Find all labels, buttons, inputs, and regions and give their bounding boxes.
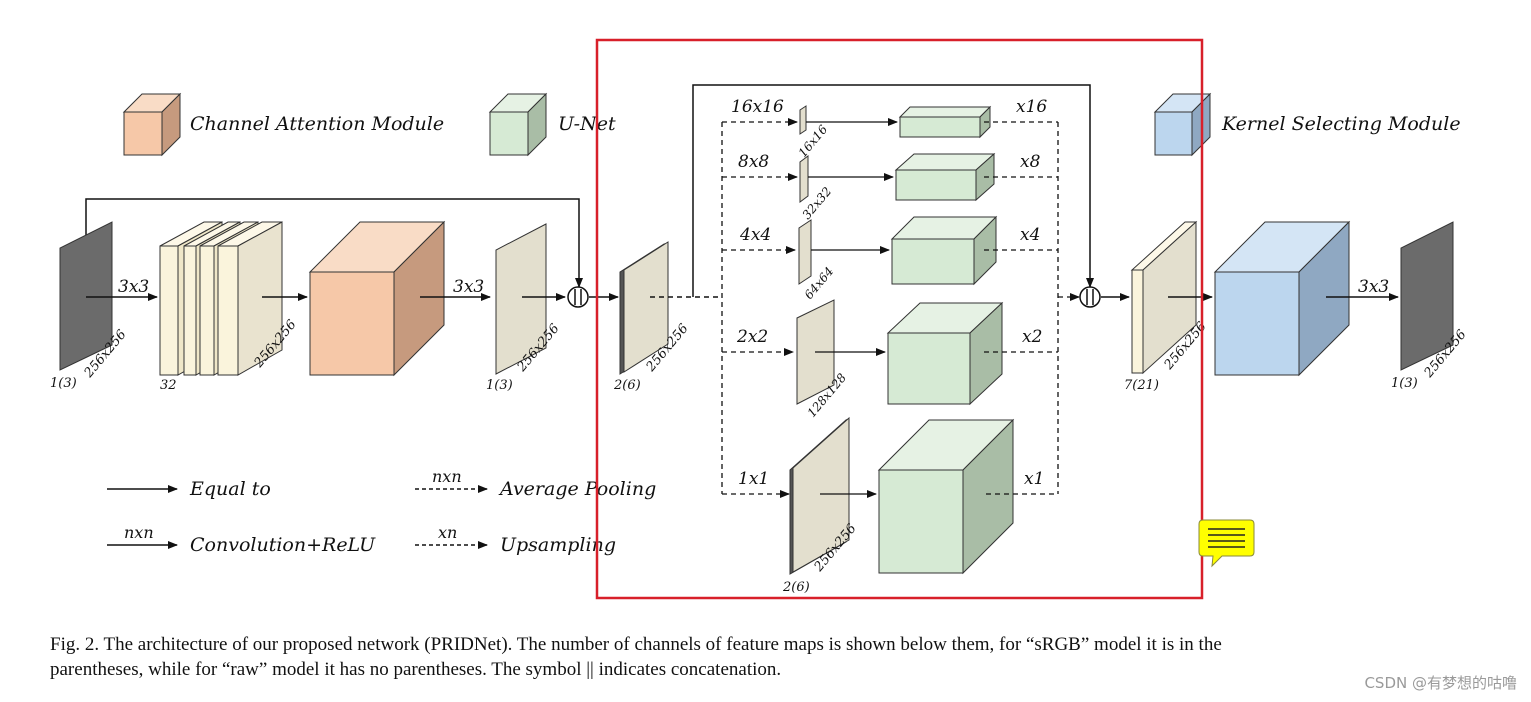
legend-conv-symbol: nxn — [124, 523, 154, 542]
branch-4-pool: 4x4 — [739, 225, 771, 245]
concat-map-2: 256x256 7(21) — [1124, 220, 1210, 393]
branch-4-up: x4 — [1020, 225, 1040, 245]
legend-up-label: Upsampling — [500, 534, 616, 556]
branch-8x8: 8x8 32x32 x8 — [722, 152, 1058, 222]
branch-8-pool: 8x8 — [738, 152, 769, 172]
branch-1-channels: 2(6) — [782, 580, 810, 595]
branch-16x16: 16x16 16x16 x16 — [722, 97, 1058, 160]
legend-unet-label: U-Net — [558, 113, 616, 135]
input-map: 256x256 1(3) — [50, 221, 130, 391]
legend-pool-label: Average Pooling — [498, 478, 656, 500]
concat-map-1: 256x256 2(6) — [613, 241, 692, 393]
legend-kernel-selecting: Kernel Selecting Module — [1153, 92, 1461, 157]
kernel-label-2: 3x3 — [453, 277, 484, 297]
branch-1-pool: 1x1 — [738, 469, 769, 489]
output-channels: 1(3) — [1391, 376, 1418, 391]
branch-2-up: x2 — [1022, 327, 1042, 347]
legend-kernel-selecting-label: Kernel Selecting Module — [1221, 113, 1461, 135]
noise-map: 256x256 1(3) — [486, 223, 563, 393]
inner-skip-connection — [692, 84, 1094, 297]
branch-1x1: 1x1 256x256 2(6) x1 — [722, 416, 1058, 595]
legend-channel-attention: Channel Attention Module — [122, 92, 444, 157]
branch-8-up: x8 — [1020, 152, 1041, 172]
conv-stack: 256x256 32 — [159, 221, 300, 393]
legend-equal-label: Equal to — [189, 478, 271, 500]
highlight-box — [595, 38, 1204, 600]
legend-pool-symbol: nxn — [432, 467, 462, 486]
caption-line-2: parentheses, while for “raw” model it ha… — [50, 659, 782, 680]
branch-16-pool: 16x16 — [731, 97, 784, 117]
kernel-label-1: 3x3 — [118, 277, 149, 297]
concat-map-1-channels: 2(6) — [613, 378, 641, 393]
legend-unet: U-Net — [488, 92, 616, 157]
concat-symbol-2 — [1079, 286, 1101, 308]
caption-line-1: Fig. 2. The architecture of our proposed… — [50, 634, 1222, 655]
output-map: 256x256 1(3) — [1391, 221, 1470, 391]
branch-16-up: x16 — [1016, 97, 1047, 117]
input-channels: 1(3) — [50, 376, 77, 391]
concat-symbol-1 — [567, 286, 589, 308]
legend-arrows: Equal to nxn Convolution+ReLU nxn Averag… — [107, 467, 656, 556]
watermark: CSDN @有梦想的咕噜 — [1364, 674, 1517, 692]
branch-1-up: x1 — [1024, 469, 1044, 489]
branch-2x2: 2x2 128x128 x2 — [722, 299, 1058, 420]
note-comment-icon[interactable] — [1198, 519, 1255, 568]
noise-map-channels: 1(3) — [486, 378, 513, 393]
kernel-label-3: 3x3 — [1358, 277, 1389, 297]
concat-map-2-channels: 7(21) — [1124, 378, 1159, 393]
branch-4x4: 4x4 64x64 x4 — [722, 215, 1058, 302]
channel-attention-cube — [308, 220, 446, 377]
conv-stack-channels: 32 — [160, 378, 177, 393]
legend-conv-label: Convolution+ReLU — [190, 534, 376, 556]
skip-connection — [85, 198, 583, 288]
branch-2-pool: 2x2 — [736, 327, 768, 347]
kernel-selecting-cube — [1213, 220, 1351, 377]
legend-channel-attention-label: Channel Attention Module — [190, 113, 444, 135]
legend-up-symbol: xn — [438, 523, 457, 542]
figure-caption: Fig. 2. The architecture of our proposed… — [50, 632, 1470, 682]
